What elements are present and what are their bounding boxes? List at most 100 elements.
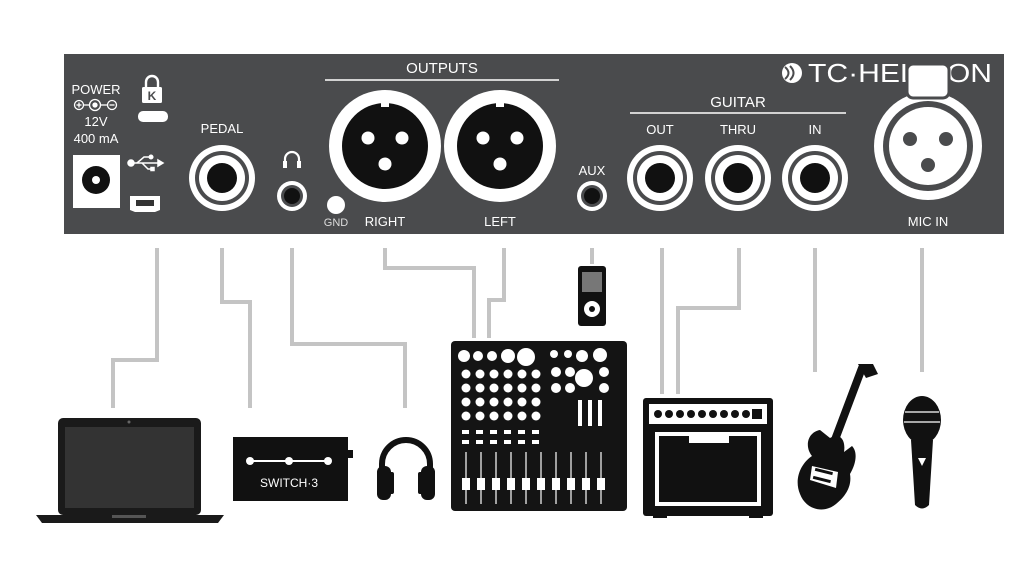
electric-guitar-icon — [797, 364, 878, 510]
mixer-fader-cap — [567, 478, 575, 490]
guitar-amp-icon — [643, 398, 773, 518]
laptop-icon — [36, 418, 224, 523]
power-title: POWER — [71, 82, 120, 97]
mic-in-label: MIC IN — [908, 214, 948, 229]
guitar-title: GUITAR — [710, 94, 766, 111]
amp-switch — [752, 409, 762, 419]
left-output-label: LEFT — [484, 214, 516, 229]
mixer-knob — [503, 397, 513, 407]
mixer-knob — [489, 383, 499, 393]
device-rear-panel: POWER 12V 400 mA K — [64, 54, 1004, 234]
mixer-knob — [458, 350, 470, 362]
wire-pedal-footswitch — [220, 248, 252, 408]
mixer-knob — [475, 383, 485, 393]
pedal-jack[interactable] — [189, 145, 255, 211]
mixer-knob — [531, 369, 541, 379]
amp-knob — [687, 410, 695, 418]
headphone-icon — [283, 150, 301, 168]
mixer-knob — [550, 350, 558, 358]
mixer-button — [504, 440, 511, 444]
wire-left-mixer — [487, 248, 506, 338]
wire-guitar-thru-amp — [676, 248, 741, 394]
mixer-fader-cap — [522, 478, 530, 490]
aux-jack[interactable] — [577, 181, 607, 211]
amp-knob — [676, 410, 684, 418]
mixer-fader-cap — [507, 478, 515, 490]
power-jack[interactable] — [73, 155, 120, 208]
mixer-fader-cap — [582, 478, 590, 490]
mixer-button — [462, 430, 469, 434]
mixer-knob — [475, 397, 485, 407]
mixer-knob — [475, 411, 485, 421]
mixer-fader-cap — [552, 478, 560, 490]
mixer-fader-cap — [462, 478, 470, 490]
guitar-in-label: IN — [809, 122, 822, 137]
mixer-knob — [489, 369, 499, 379]
amp-knob — [731, 410, 739, 418]
mixer-knob — [565, 383, 575, 393]
mixer-knob — [501, 349, 515, 363]
wire-right-mixer — [383, 248, 476, 338]
mixer-button — [476, 440, 483, 444]
mixer-button — [518, 440, 525, 444]
mixer-knob — [575, 369, 593, 387]
mixer-knob — [487, 351, 497, 361]
mixer-knob — [503, 411, 513, 421]
mixer-knob — [531, 383, 541, 393]
gnd-terminal[interactable] — [327, 196, 345, 214]
gnd-label: GND — [324, 217, 349, 229]
mixer-knob — [473, 351, 483, 361]
mixer-knob — [461, 369, 471, 379]
mixer-button — [476, 430, 483, 434]
amp-knob — [665, 410, 673, 418]
mixer-knob — [551, 383, 561, 393]
aux-label: AUX — [579, 163, 606, 178]
mixer-knob — [517, 383, 527, 393]
right-output-label: RIGHT — [365, 214, 406, 229]
mixer-fader-cap — [597, 478, 605, 490]
mixer-knob — [489, 411, 499, 421]
mixer-knob — [576, 350, 588, 362]
power-polarity-icon — [73, 98, 118, 112]
xlr-output-left[interactable] — [444, 90, 556, 202]
mixer-knob — [517, 411, 527, 421]
xlr-mic-input[interactable] — [874, 62, 982, 200]
mixer-knob — [461, 383, 471, 393]
mixer-icon — [451, 341, 627, 511]
usb-port[interactable] — [130, 196, 160, 212]
mixer-meter — [588, 400, 592, 426]
guitar-out-jack[interactable] — [627, 145, 693, 211]
wire-headphone — [290, 248, 407, 408]
kensington-lock-icon: K — [142, 74, 162, 103]
mixer-button — [532, 440, 539, 444]
mixer-fader-cap — [492, 478, 500, 490]
mixer-button — [504, 430, 511, 434]
headphones-device-icon — [377, 437, 435, 500]
mixer-button — [490, 430, 497, 434]
mixer-knob — [565, 367, 575, 377]
mixer-fader-cap — [477, 478, 485, 490]
power-current: 400 mA — [74, 131, 119, 146]
mixer-knob — [564, 350, 572, 358]
mixer-knob — [503, 369, 513, 379]
wires — [111, 248, 924, 408]
guitar-thru-label: THRU — [720, 122, 756, 137]
amp-knob — [720, 410, 728, 418]
svg-text:K: K — [148, 89, 157, 103]
amp-knob — [654, 410, 662, 418]
guitar-in-jack[interactable] — [782, 145, 848, 211]
headphone-jack[interactable] — [277, 181, 307, 211]
outputs-title: OUTPUTS — [406, 60, 478, 77]
mixer-button — [462, 440, 469, 444]
mixer-knob — [593, 348, 607, 362]
footswitch-label: SWITCH·3 — [260, 476, 318, 490]
guitar-thru-jack[interactable] — [705, 145, 771, 211]
brand-name: TC·HELICON — [808, 58, 992, 88]
mixer-button — [490, 440, 497, 444]
mixer-meter — [598, 400, 602, 426]
mixer-meter — [578, 400, 582, 426]
footswitch-icon: SWITCH·3 — [233, 437, 353, 501]
guitar-out-label: OUT — [646, 122, 674, 137]
xlr-output-right[interactable] — [329, 90, 441, 202]
